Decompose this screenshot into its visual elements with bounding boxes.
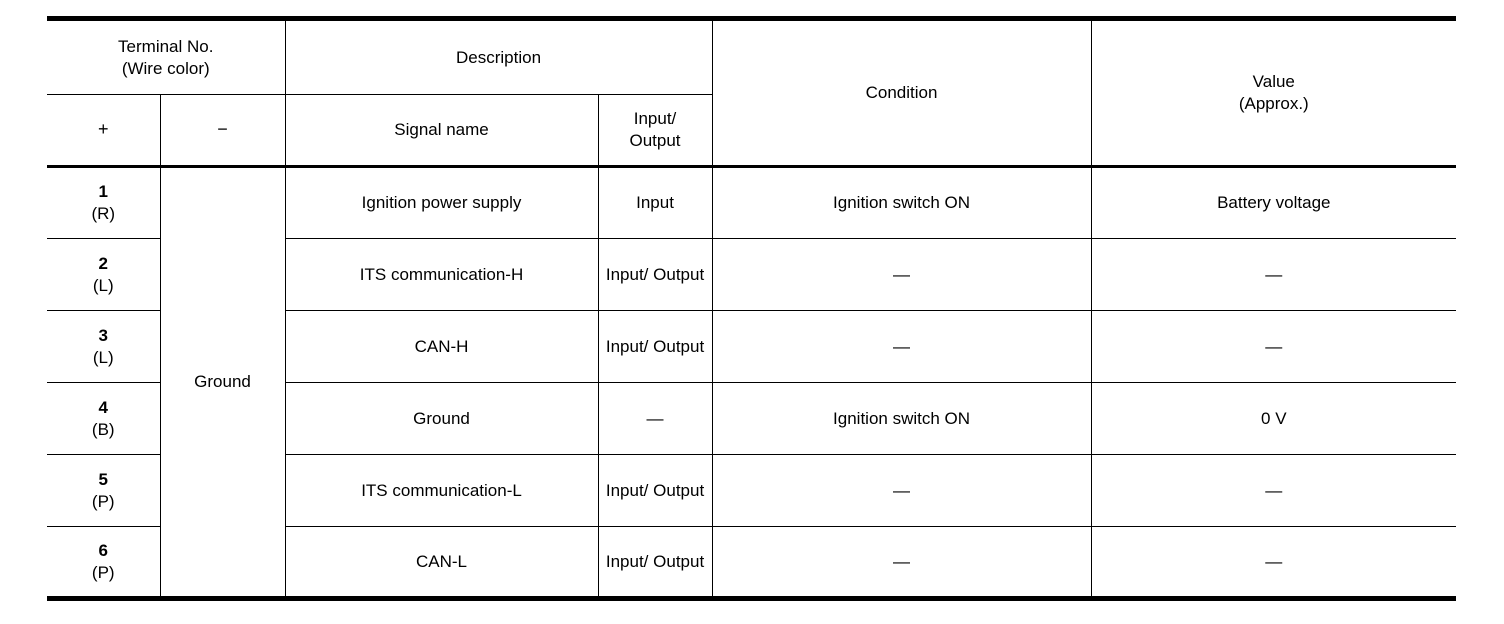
input-output-line1: — bbox=[646, 408, 664, 428]
terminal-wire-color: (R) bbox=[91, 204, 116, 223]
terminal-number: 2 bbox=[98, 253, 108, 273]
cell-input-output: Input/ Output bbox=[597, 454, 713, 527]
header-terminal-no: Terminal No. (Wire color) bbox=[47, 16, 286, 95]
input-output-line1: Input/ bbox=[605, 264, 649, 284]
cell-input-output: Input/ Output bbox=[597, 310, 713, 383]
terminal-wire-color: (P) bbox=[91, 491, 115, 511]
cell-signal-name: CAN-H bbox=[284, 310, 599, 383]
header-signal-name: Signal name bbox=[284, 94, 599, 168]
terminal-number: 6 bbox=[98, 540, 108, 560]
header-polarity-minus: − bbox=[159, 94, 286, 168]
input-output-line2: Output bbox=[653, 264, 705, 284]
cell-input-output: — bbox=[597, 382, 713, 455]
input-output-line1: Input/ bbox=[605, 336, 649, 356]
header-row-secondary: + − Signal name Input/ Output bbox=[47, 94, 1456, 168]
cell-input-output: Input bbox=[597, 166, 713, 239]
terminal-specification-table: Terminal No. (Wire color) Description Co… bbox=[47, 16, 1457, 601]
input-output-line1: Input/ bbox=[605, 551, 649, 571]
terminal-number: 3 bbox=[98, 325, 108, 345]
cell-terminal-no: 3 (L) bbox=[47, 310, 161, 383]
input-output-line2: Output bbox=[653, 480, 705, 500]
cell-signal-name: Ignition power supply bbox=[284, 166, 599, 239]
cell-signal-name: ITS communication-L bbox=[284, 454, 599, 527]
cell-input-output: Input/ Output bbox=[597, 238, 713, 311]
cell-value: — bbox=[1090, 238, 1457, 311]
terminal-wire-color: (P) bbox=[91, 562, 115, 582]
cell-terminal-no: 6 (P) bbox=[47, 526, 161, 601]
table-row: 6 (P) CAN-L Input/ Output — — bbox=[47, 526, 1457, 601]
cell-condition: Ignition switch ON bbox=[711, 166, 1092, 239]
header-description: Description bbox=[284, 16, 713, 95]
cell-condition: — bbox=[711, 526, 1092, 601]
cell-value: — bbox=[1090, 310, 1457, 383]
header-terminal-no-line1: Terminal No. bbox=[118, 36, 214, 56]
cell-ground-reference: Ground bbox=[159, 166, 286, 601]
cell-input-output: Input/ Output bbox=[597, 526, 713, 601]
header-polarity-plus: + bbox=[47, 94, 161, 168]
cell-value: — bbox=[1090, 526, 1457, 601]
cell-signal-name: CAN-L bbox=[284, 526, 599, 601]
header-wire-color-line2: (Wire color) bbox=[121, 58, 210, 78]
header-minus-symbol: − bbox=[217, 119, 228, 140]
input-output-line2: Output bbox=[653, 336, 705, 356]
header-input-output-line2: Output bbox=[629, 131, 681, 150]
cell-value: Battery voltage bbox=[1090, 166, 1457, 239]
header-row-primary: Terminal No. (Wire color) Description Co… bbox=[47, 16, 1457, 168]
terminal-number: 4 bbox=[98, 397, 108, 417]
cell-signal-name: Ground bbox=[284, 382, 599, 455]
table-row: 4 (B) Ground — Ignition switch ON 0 V bbox=[47, 382, 1457, 455]
terminal-wire-color: (L) bbox=[92, 347, 114, 367]
cell-signal-name: ITS communication-H bbox=[284, 238, 599, 311]
cell-terminal-no: 1 (R) bbox=[47, 166, 161, 239]
table-row: 3 (L) CAN-H Input/ Output — — bbox=[47, 310, 1457, 383]
header-value-line1: Value bbox=[1252, 72, 1295, 92]
cell-condition: — bbox=[711, 454, 1092, 527]
cell-terminal-no: 2 (L) bbox=[47, 238, 161, 311]
header-value-line2: (Approx.) bbox=[1238, 94, 1309, 113]
cell-terminal-no: 5 (P) bbox=[47, 454, 161, 527]
header-input-output-line1: Input/ bbox=[633, 109, 677, 129]
table-row: 1 (R) Ground Ignition power supply Input… bbox=[47, 166, 1457, 601]
table-row: 2 (L) ITS communication-H Input/ Output … bbox=[47, 238, 1457, 311]
input-output-line1: Input/ bbox=[605, 480, 649, 500]
header-plus-symbol: + bbox=[97, 119, 109, 140]
terminal-number: 1 bbox=[98, 182, 108, 202]
input-output-line1: Input bbox=[636, 193, 674, 213]
header-input-output: Input/ Output bbox=[597, 94, 713, 168]
cell-terminal-no: 4 (B) bbox=[47, 382, 161, 455]
cell-condition: Ignition switch ON bbox=[711, 382, 1092, 455]
terminal-wire-color: (L) bbox=[92, 275, 114, 295]
cell-condition: — bbox=[711, 238, 1092, 311]
input-output-line2: Output bbox=[653, 551, 705, 571]
terminal-number: 5 bbox=[98, 469, 108, 489]
cell-value: — bbox=[1090, 454, 1457, 527]
terminal-wire-color: (B) bbox=[91, 419, 115, 439]
cell-condition: — bbox=[711, 310, 1092, 383]
cell-value: 0 V bbox=[1090, 382, 1457, 455]
header-condition: Condition bbox=[711, 16, 1092, 168]
header-value: Value (Approx.) bbox=[1090, 16, 1457, 168]
